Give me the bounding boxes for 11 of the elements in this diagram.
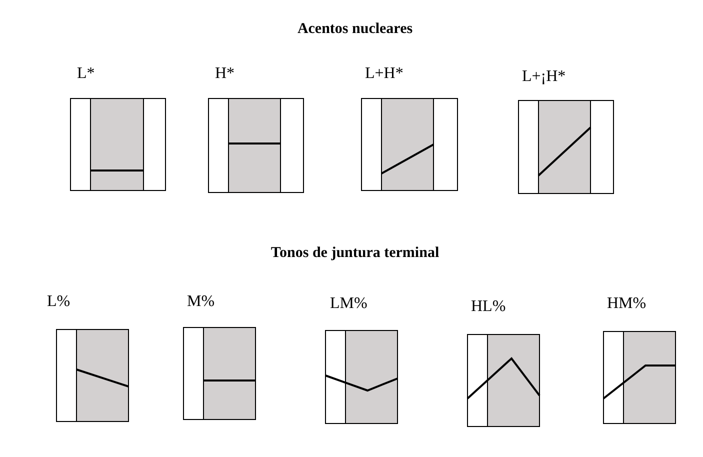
- tone-label: HM%: [607, 295, 646, 313]
- tone-label: L%: [47, 293, 70, 311]
- tone-label: M%: [187, 293, 215, 311]
- tone-label: L*: [77, 65, 95, 83]
- section-heading: Acentos nucleares: [297, 20, 413, 38]
- section-heading: Tonos de juntura terminal: [270, 244, 440, 262]
- tone-label: LM%: [330, 295, 368, 313]
- tone-label: HL%: [471, 298, 506, 316]
- tone-label: L+¡H*: [522, 68, 566, 86]
- tone-label: H*: [215, 65, 235, 83]
- tone-label: L+H*: [365, 65, 404, 83]
